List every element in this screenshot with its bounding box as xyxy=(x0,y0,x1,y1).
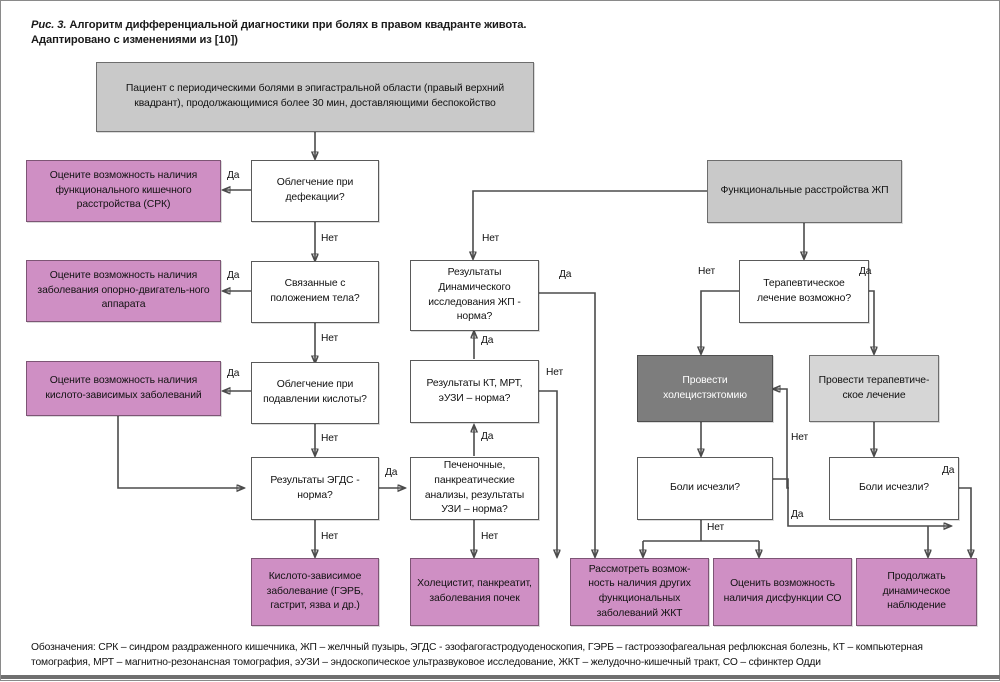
caption-line-2: Адаптировано с изменениями из [10]) xyxy=(31,33,238,46)
node-question-kt-mrt-euzi: Результаты КТ, МРТ, эУЗИ – норма? xyxy=(410,360,539,423)
node-do-cholecystectomy: Провести холецистэктомию xyxy=(637,355,773,422)
node-question-egds: Результаты ЭГДС - норма? xyxy=(251,457,379,520)
legend-line-2: томография, МРТ – магнитно-резонансная т… xyxy=(31,656,821,668)
node-outcome-sphincter-oddi: Оценить возможность наличия дисфункции С… xyxy=(713,558,852,626)
node-outcome-musculoskeletal: Оцените возможность наличия заболевания … xyxy=(26,260,221,322)
edge-label-kt-yes: Да xyxy=(481,335,494,346)
edge-label-acid-yes: Да xyxy=(227,368,240,379)
edge-label-kt-no: Нет xyxy=(546,367,564,378)
figure-caption: Рис. 3. Алгоритм дифференциальной диагно… xyxy=(31,18,971,47)
edge-label-therapy-no: Нет xyxy=(698,266,716,277)
edge-label-liver-no: Нет xyxy=(481,531,499,542)
node-question-pain-gone-left: Боли исчезли? xyxy=(637,457,773,520)
edge-label-pain-right-yes: Да xyxy=(942,465,955,476)
edge-label-dynamic-yes: Да xyxy=(559,269,572,280)
node-question-dynamic-study: Результаты Динамического исследования ЖП… xyxy=(410,260,539,331)
edge-label-acid-no: Нет xyxy=(321,433,339,444)
node-start: Пациент с периодическими болями в эпигас… xyxy=(96,62,534,132)
edge-label-liver-yes: Да xyxy=(481,431,494,442)
caption-line-1: Алгоритм дифференциальной диагностики пр… xyxy=(66,19,527,31)
edge-label-egds-yes: Да xyxy=(385,467,398,478)
figure-number: Рис. 3. xyxy=(31,19,67,31)
node-outcome-cholecystitis: Холецистит, панкреатит, заболевания поче… xyxy=(410,558,539,626)
node-question-pain-gone-right: Боли исчезли? xyxy=(829,457,959,520)
edge-label-position-no: Нет xyxy=(321,333,339,344)
node-outcome-irritable-bowel: Оцените возможность наличия функциональн… xyxy=(26,160,221,222)
legend-line-1: Обозначения: СРК – синдром раздраженного… xyxy=(31,642,923,653)
edge-label-egds-no: Нет xyxy=(321,531,339,542)
node-functional-gallbladder-disorders: Функциональные расстройства ЖП xyxy=(707,160,902,223)
node-question-liver-pancreatic: Печеночные, панкреатические анализы, рез… xyxy=(410,457,539,520)
edge-label-therapy-yes: Да xyxy=(859,266,872,277)
figure-legend: Обозначения: СРК – синдром раздраженного… xyxy=(31,641,976,670)
node-question-therapy-possible: Терапевтическое лечение возможно? xyxy=(739,260,869,323)
node-do-therapy: Провести терапевтиче-ское лечение xyxy=(809,355,939,422)
node-question-defecation: Облегчение при дефекации? xyxy=(251,160,379,222)
node-question-body-position: Связанные с положением тела? xyxy=(251,261,379,323)
edge-label-defecation-no: Нет xyxy=(321,233,339,244)
node-question-acid-suppression: Облегчение при подавлении кислоты? xyxy=(251,362,379,424)
edge-label-position-yes: Да xyxy=(227,270,240,281)
edge-label-dynamic-no: Нет xyxy=(482,233,500,244)
legend-divider xyxy=(1,675,1000,679)
node-outcome-other-functional-gi: Рассмотреть возмож-ность наличия других … xyxy=(570,558,709,626)
node-outcome-acid-dependent: Оцените возможность наличия кислото-зави… xyxy=(26,361,221,416)
node-outcome-follow-up: Продолжать динамическое наблюдение xyxy=(856,558,977,626)
node-outcome-acid-disease: Кислото-зависимое заболевание (ГЭРБ, гас… xyxy=(251,558,379,626)
edge-label-pain-left-yes: Да xyxy=(791,509,804,520)
edge-label-pain-left-no: Нет xyxy=(707,522,725,533)
edge-label-defecation-yes: Да xyxy=(227,170,240,181)
edge-label-pain-right-no: Нет xyxy=(791,432,809,443)
